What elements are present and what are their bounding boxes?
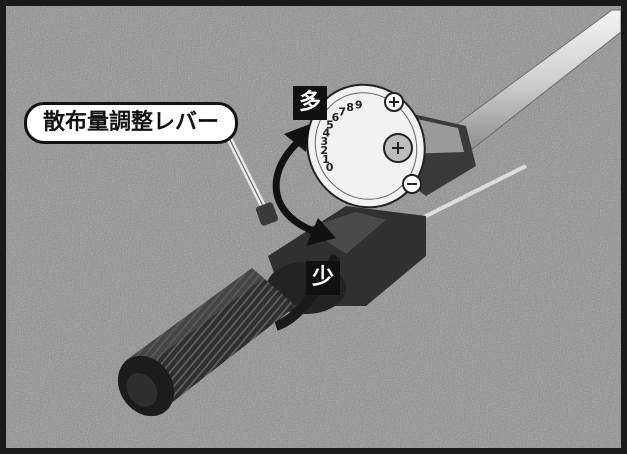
hand-grip xyxy=(117,268,296,417)
dial-number: 6 xyxy=(332,111,340,124)
support-rod xyxy=(417,164,527,222)
increase-marker: 多 xyxy=(293,86,327,120)
dial-number: 7 xyxy=(338,105,346,118)
dial-number: 1 xyxy=(322,153,330,166)
dial-number: 9 xyxy=(355,99,363,112)
lever-label: 散布量調整レバー xyxy=(24,102,239,144)
curved-double-arrow-icon xyxy=(272,124,336,246)
dial-number: 2 xyxy=(320,144,328,157)
dial-number: 0 xyxy=(326,161,334,174)
dial-number: 5 xyxy=(326,118,334,131)
dial-number: 3 xyxy=(320,135,328,148)
decrease-marker: 少 xyxy=(306,261,340,295)
dial-number: 8 xyxy=(346,101,354,114)
dial-number: 4 xyxy=(322,126,330,139)
